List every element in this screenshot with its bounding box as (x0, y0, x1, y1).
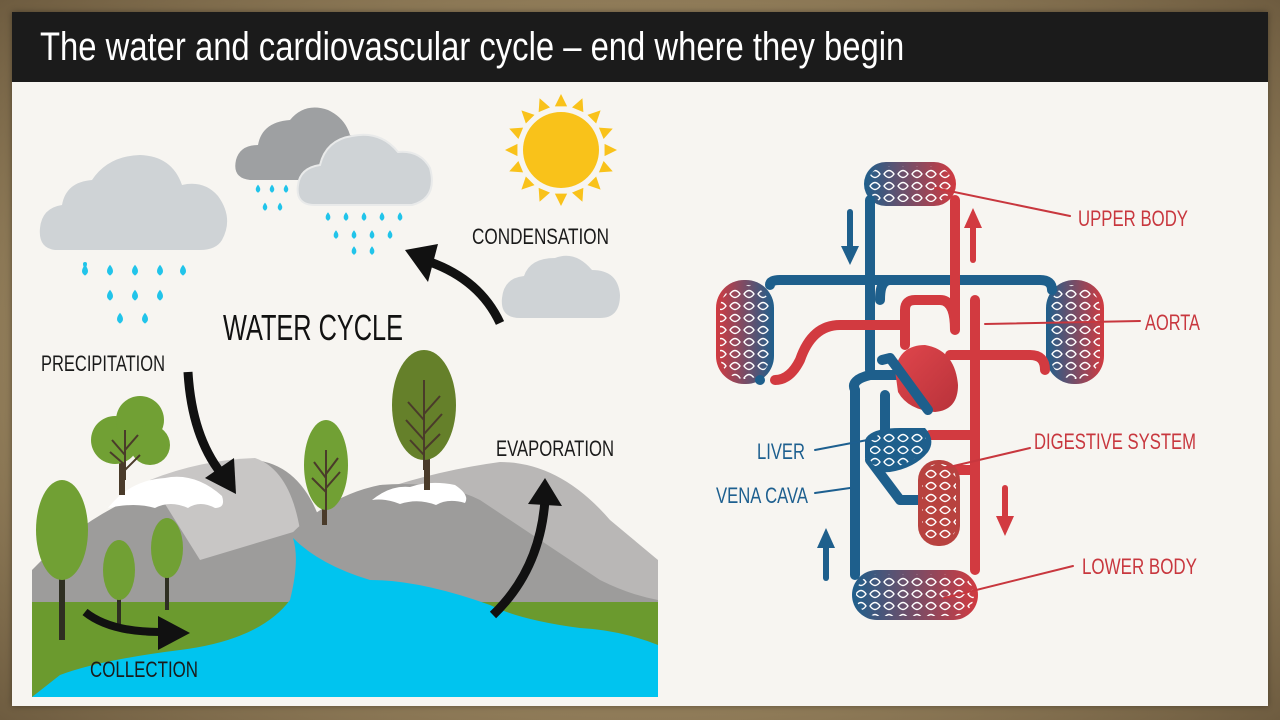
rain-drop (333, 230, 339, 239)
rain-drop (82, 264, 88, 276)
rain-drop (361, 212, 367, 221)
rain-drop (107, 264, 113, 276)
rain-drop (397, 212, 403, 221)
label-digestive-system: DIGESTIVE SYSTEM (1034, 429, 1196, 454)
heart (877, 345, 958, 415)
slide-title: The water and cardiovascular cycle – end… (40, 25, 905, 69)
tree-tall-left (36, 480, 88, 640)
rain-cloud-left (39, 155, 228, 270)
sun-ray (572, 98, 584, 113)
water-cycle: PRECIPITATION CONDENSATION EVAPORATION C… (32, 94, 658, 697)
rain-drop (283, 184, 289, 193)
rain-drop (117, 312, 123, 324)
rain-drop (262, 202, 268, 211)
rain-drop (255, 184, 261, 193)
rain-drop (157, 264, 163, 276)
tree-small-left (103, 540, 135, 630)
rain-drop (387, 230, 393, 239)
label-collection: COLLECTION (90, 657, 198, 682)
sun-ray (587, 176, 601, 190)
sun-ray (521, 176, 535, 190)
sun-ray (509, 127, 524, 139)
sun-ray (521, 110, 535, 124)
sun-ray (587, 110, 601, 124)
arrow-condensation (405, 244, 505, 325)
tree-mountain-mid (304, 420, 348, 525)
rain-drop (142, 312, 148, 324)
label-evaporation: EVAPORATION (496, 436, 614, 461)
label-precipitation: PRECIPITATION (41, 351, 165, 376)
rain-drop (277, 202, 283, 211)
mountain-right (290, 484, 658, 602)
label-aorta: AORTA (1145, 310, 1200, 335)
rain-drop (351, 230, 357, 239)
rain-drop (269, 184, 275, 193)
snow-cap-left (108, 476, 224, 508)
rain-drop (351, 246, 357, 255)
liver (865, 428, 932, 473)
rain-drop (157, 289, 163, 301)
leader-lines (814, 187, 1141, 599)
arteries (770, 195, 1050, 575)
tree-mountain-right (392, 350, 456, 490)
sun-ray (598, 161, 613, 173)
sun-ray (598, 127, 613, 139)
rain-drop (325, 212, 331, 221)
flow-arrow-up-left (817, 528, 835, 581)
sun-icon (505, 94, 617, 206)
rain-drops (82, 184, 403, 324)
rain-drop (180, 264, 186, 276)
sun-ray (554, 193, 568, 206)
capillary-lower-body (852, 570, 978, 620)
water-body (32, 538, 658, 697)
label-vena-cava: VENA CAVA (716, 483, 808, 508)
rain-drop (107, 289, 113, 301)
rain-drop (369, 246, 375, 255)
label-upper-body: UPPER BODY (1078, 206, 1188, 231)
diagram-canvas: PRECIPITATION CONDENSATION EVAPORATION C… (32, 94, 1200, 697)
rain-cloud-mid (296, 133, 433, 206)
capillary-left-arm (716, 280, 774, 384)
rain-drop (132, 289, 138, 301)
label-lower-body: LOWER BODY (1082, 554, 1197, 579)
sun-ray (509, 161, 524, 173)
rain-drop (343, 212, 349, 221)
rain-drop (132, 264, 138, 276)
arrow-precipitation (183, 371, 236, 494)
water-cycle-heading: WATER CYCLE (223, 307, 403, 348)
capillary-right-arm (1046, 280, 1104, 384)
title-bar: The water and cardiovascular cycle – end… (12, 12, 1268, 82)
slide: The water and cardiovascular cycle – end… (12, 12, 1268, 706)
label-condensation: CONDENSATION (472, 224, 609, 249)
flow-arrow-up-right (964, 208, 982, 263)
snow-cap-right (372, 482, 467, 505)
arrow-evaporation (489, 478, 562, 619)
tree-small-mid (151, 518, 183, 610)
sun-ray (604, 143, 617, 157)
label-liver: LIVER (757, 439, 805, 464)
sun-ray (554, 94, 568, 107)
sun-ray (572, 187, 584, 202)
arrow-collection (82, 608, 190, 650)
sun-ray (538, 187, 550, 202)
sun-ray (538, 98, 550, 113)
tree-round-left (91, 396, 170, 495)
capillary-upper-body (864, 162, 956, 206)
rain-drop (379, 212, 385, 221)
flow-arrow-down-left (841, 209, 859, 265)
flow-arrow-down-right (996, 485, 1014, 536)
digestive-system (918, 460, 960, 546)
rain-drop (369, 230, 375, 239)
cloud-right (501, 255, 620, 318)
sun-ray (505, 143, 518, 157)
circulatory-system (716, 162, 1141, 620)
